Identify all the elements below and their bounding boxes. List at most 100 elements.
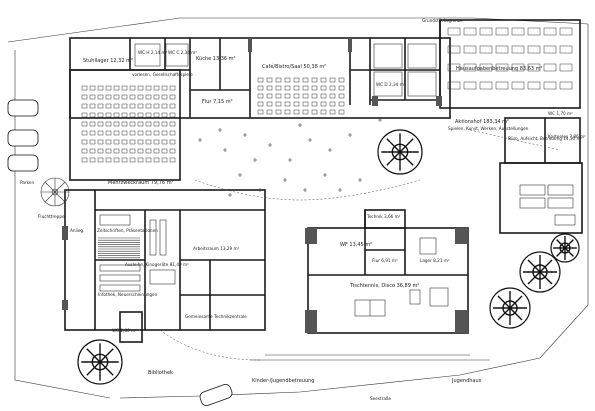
chair xyxy=(81,139,88,145)
room-aktionshof: Aktionshof 183,34 m² xyxy=(455,119,509,125)
chair xyxy=(113,103,120,109)
chair xyxy=(113,94,120,100)
chair xyxy=(89,139,96,145)
desk xyxy=(495,63,509,72)
tree-icons xyxy=(77,129,580,385)
chair xyxy=(311,85,318,91)
chair xyxy=(161,103,168,109)
chair xyxy=(137,85,144,91)
property-boundary xyxy=(7,17,589,399)
chair xyxy=(169,121,176,127)
plant-mark xyxy=(348,133,352,137)
room-lager: Lager 8,21 m² xyxy=(420,258,450,263)
desk xyxy=(463,27,477,36)
chair xyxy=(153,112,160,118)
chair xyxy=(275,93,282,99)
room-flur-mid: Flur 6,91 m² xyxy=(372,258,398,263)
chair xyxy=(113,130,120,136)
chair xyxy=(311,109,318,115)
chair xyxy=(275,77,282,83)
chair xyxy=(161,148,168,154)
label-seestrasse: Seestraße xyxy=(370,396,392,401)
room-zeitschriften: Zeitschriften, Präsentationen xyxy=(97,228,158,233)
desk xyxy=(479,27,493,36)
chair xyxy=(275,101,282,107)
plant-mark xyxy=(338,188,342,192)
desk xyxy=(511,27,525,36)
room-kueche: Küche 13,36 m² xyxy=(196,56,236,62)
desk xyxy=(463,81,477,90)
chair xyxy=(97,130,104,136)
plant-mark xyxy=(218,128,222,132)
desk xyxy=(527,45,541,54)
plant-mark xyxy=(243,133,247,137)
chair xyxy=(121,103,128,109)
chair xyxy=(145,130,152,136)
chair xyxy=(275,85,282,91)
chair xyxy=(145,157,152,163)
label-parken: Parken xyxy=(20,180,34,185)
room-wc-c: WC C 2,34 m² xyxy=(168,50,197,55)
chair xyxy=(89,103,96,109)
chair xyxy=(284,85,291,91)
chair xyxy=(257,109,264,115)
desk xyxy=(463,63,477,72)
desk xyxy=(511,81,525,90)
spiral-stair-icon xyxy=(40,177,70,207)
chair xyxy=(145,85,152,91)
chair xyxy=(284,93,291,99)
chair xyxy=(302,109,309,115)
desk xyxy=(495,27,509,36)
plant-mark xyxy=(298,123,302,127)
chair xyxy=(129,157,136,163)
room-cafe: Café/Bistro/Saal 50,38 m² xyxy=(262,63,326,70)
plant-mark xyxy=(308,138,312,142)
chair xyxy=(161,121,168,127)
desk xyxy=(479,81,493,90)
chair xyxy=(320,101,327,107)
desk xyxy=(543,81,557,90)
desk xyxy=(559,81,573,90)
desk xyxy=(543,27,557,36)
chair xyxy=(89,112,96,118)
chair xyxy=(293,101,300,107)
chair xyxy=(97,139,104,145)
chair xyxy=(105,139,112,145)
chair xyxy=(153,94,160,100)
room-aktionshof-sub: Spielen, Kunst, Werken, Ausstellungen xyxy=(448,126,529,131)
plant-mark xyxy=(258,188,262,192)
chair xyxy=(169,130,176,136)
room-tischtennis: Tischtennis, Disco 36,89 m² xyxy=(349,283,419,289)
room-wf: WF 13,45 m² xyxy=(340,242,372,248)
chair xyxy=(329,101,336,107)
chair xyxy=(81,157,88,163)
room-mehrzweck: Mehrzweckraum 79,76 m² xyxy=(108,180,174,186)
chair xyxy=(137,157,144,163)
chair xyxy=(329,109,336,115)
chair xyxy=(137,112,144,118)
label-anlieg: Anlieg. xyxy=(70,228,84,233)
room-wc-d: WC D 2,34 m² xyxy=(376,82,406,87)
room-wc-left: WC 2,80 m² xyxy=(112,328,137,333)
room-buero: Büro, Aufsicht, Betreuung 14,30 m² xyxy=(508,136,583,141)
room-wc-right: WC 1,70 m² xyxy=(548,111,573,116)
chair xyxy=(129,112,136,118)
tree-icon xyxy=(377,129,423,175)
chair xyxy=(145,103,152,109)
chair xyxy=(81,121,88,127)
desk xyxy=(543,45,557,54)
chair xyxy=(145,121,152,127)
chair xyxy=(161,94,168,100)
chair xyxy=(113,139,120,145)
plant-mark xyxy=(328,148,332,152)
chair xyxy=(113,121,120,127)
chair xyxy=(266,101,273,107)
chair xyxy=(89,130,96,136)
desk xyxy=(527,63,541,72)
chair xyxy=(137,94,144,100)
room-wc-h: WC H 2,14 m² xyxy=(138,50,168,55)
plant-mark xyxy=(323,173,327,177)
chair xyxy=(97,94,104,100)
chair xyxy=(105,130,112,136)
